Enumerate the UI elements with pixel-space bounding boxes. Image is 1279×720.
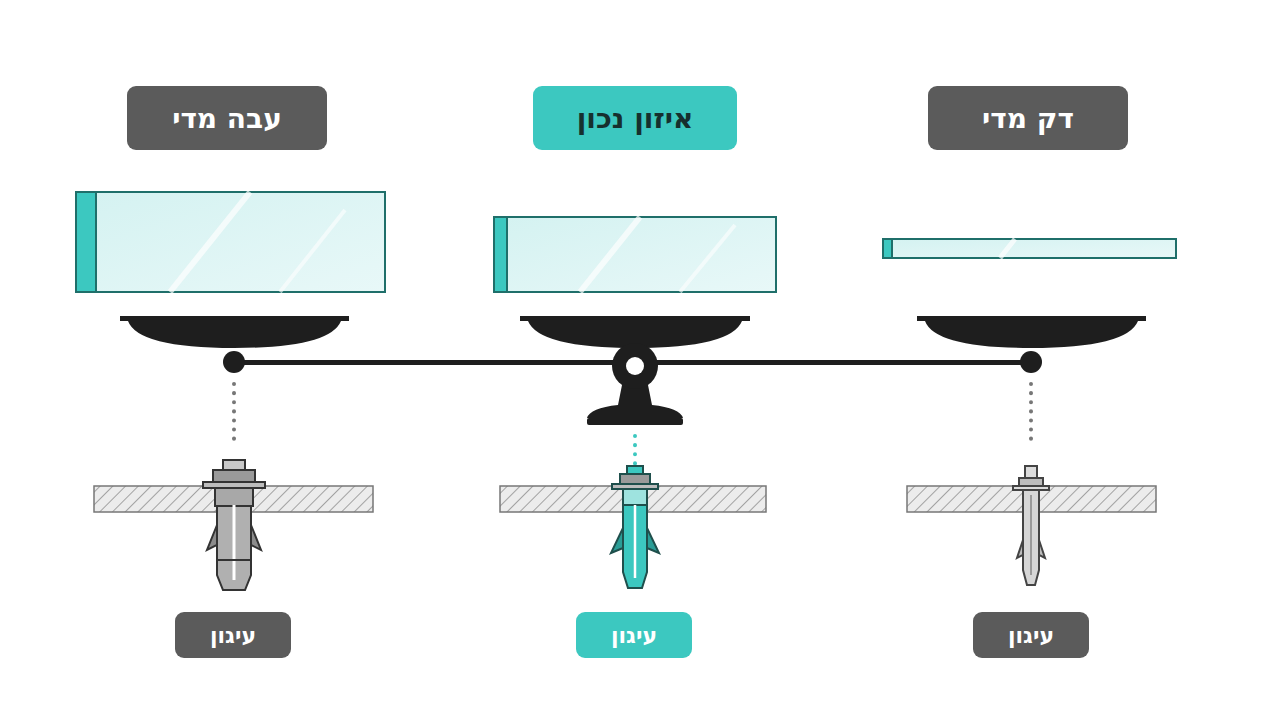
balance-scale: [120, 316, 1146, 425]
anchor-label: עיגון: [973, 612, 1089, 658]
label-text: עבה מדי: [172, 102, 282, 135]
thick-glass: [76, 192, 385, 292]
thick-label: עבה מדי: [127, 86, 327, 150]
label-text: עיגון: [1008, 623, 1054, 648]
anchor-label: עיגון: [175, 612, 291, 658]
anchor-label: עיגון: [576, 612, 692, 658]
thin-glass: [883, 239, 1176, 258]
balanced-anchor: [611, 466, 659, 588]
label-text: עיגון: [210, 623, 256, 648]
label-text: עיגון: [611, 623, 657, 648]
thin-anchor: [1013, 466, 1049, 585]
thick-anchor: [203, 460, 265, 590]
balanced-glass: [494, 217, 776, 292]
label-text: דק מדי: [982, 102, 1074, 135]
thin-label: דק מדי: [928, 86, 1128, 150]
dotted-leaders: [234, 384, 1031, 468]
label-text: איזון נכון: [577, 102, 694, 135]
balanced-label: איזון נכון: [533, 86, 737, 150]
